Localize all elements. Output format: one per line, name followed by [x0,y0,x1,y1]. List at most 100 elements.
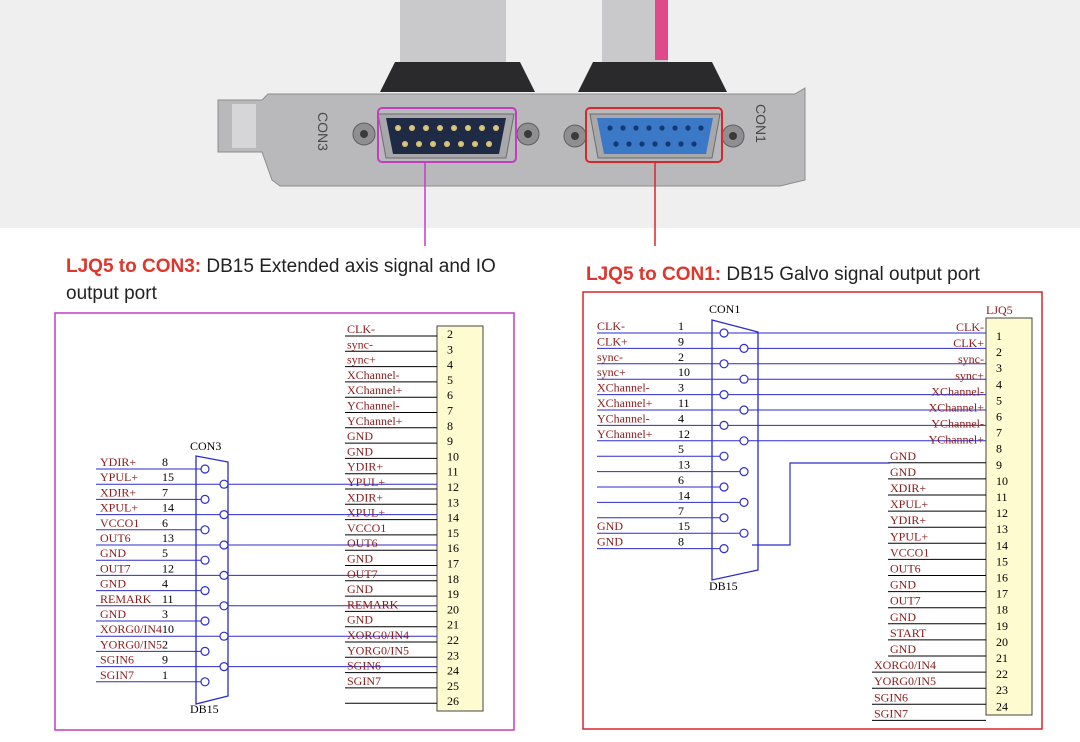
con3-header-net: XChannel- [347,368,400,382]
con3-pin-signal: XPUL+ [100,501,138,515]
con3-header-net: YPUL+ [347,475,385,489]
con1-header-pin: 21 [996,651,1008,665]
con1-pin-number: 7 [678,504,684,518]
con3-pin-number: 7 [162,485,168,499]
con3-pin-number: 11 [162,592,174,606]
con1-header-net: XChannel- [931,384,984,398]
con1-caption: LJQ5 to CON1: DB15 Galvo signal output p… [586,261,1066,288]
con1-connector-type: DB15 [709,579,738,593]
con3-header-pin: 17 [447,557,459,571]
con3-header-net: YChannel+ [347,414,403,428]
con3-header-net: OUT7 [347,567,378,581]
con3-header-pin: 7 [447,404,453,418]
con3-header-net: GND [347,582,373,596]
con3-header-pin: 20 [447,602,459,616]
con1-caption-prefix: LJQ5 to CON1: [586,264,722,285]
con1-header-pin: 15 [996,554,1008,568]
con1-caption-text: DB15 Galvo signal output port [726,264,980,285]
con1-pin-signal: YChannel+ [597,427,653,441]
con3-pin-signal: GND [100,607,126,621]
con1-header-pin: 4 [996,377,1002,391]
con3-pin-number: 10 [162,622,174,636]
con1-pin-number: 8 [678,535,684,549]
con1-header-pin: 10 [996,474,1008,488]
con3-pin-contact [200,464,210,474]
con1-header-net: YDIR+ [890,513,926,527]
con3-pin-signal: XORG0/IN4 [100,622,162,636]
con3-header-pin: 14 [447,511,459,525]
con1-header-net: sync+ [955,368,984,382]
con3-pin-contact [200,616,210,626]
con1-header-pin: 3 [996,361,1002,375]
con3-header-pin: 22 [447,633,459,647]
con1-pin-number: 13 [678,458,690,472]
con1-header-pin: 6 [996,410,1002,424]
con3-pin-signal: YDIR+ [100,455,136,469]
con3-header-net: OUT6 [347,536,378,550]
con3-header-net: sync- [347,337,373,351]
con3-pin-signal: OUT6 [100,531,131,545]
con3-pin-contact [200,677,210,687]
con3-pin-signal: GND [100,546,126,560]
con1-header-net: XChannel+ [929,401,985,415]
con3-header-pin: 3 [447,342,453,356]
con3-pin-contact [200,555,210,565]
con3-header-net: XPUL+ [347,506,385,520]
con1-header-net: START [890,626,927,640]
con1-sockets [607,125,704,147]
con1-rear-body [578,62,727,92]
con1-header-net: YPUL+ [890,529,928,543]
con3-pin-contact [200,525,210,535]
con1-header-pin: 17 [996,587,1008,601]
con3-pin-contact [200,585,210,596]
con3-header-net: GND [347,444,373,458]
con3-header-pin: 26 [447,694,459,708]
con3-pin-number: 4 [162,577,168,591]
con1-header-pin: 1 [996,329,1002,343]
con3-pin-number: 15 [162,470,174,484]
con3-pin-signal: REMARK [100,592,152,606]
con1-pin-number: 2 [678,350,684,364]
con1-header-net: GND [890,449,916,463]
con1-header-net: XDIR+ [890,481,926,495]
con3-pin-contact [219,631,229,641]
con1-header-pin: 23 [996,683,1008,697]
con1-header-net: GND [890,642,916,656]
con3-header-net: GND [347,429,373,443]
con1-header-net: XPUL+ [890,497,928,511]
con3-header-net: GND [347,552,373,566]
con3-header-pin: 8 [447,419,453,433]
con3-pin-contact [200,494,210,504]
con1-pin-signal: CLK+ [597,334,628,348]
con1-pin-contact [719,543,729,554]
con3-pin-contact [219,601,229,611]
con3-caption-prefix: LJQ5 to CON3: [66,256,202,277]
con1-insert [597,118,713,154]
con3-header-net: XChannel+ [347,383,403,397]
con1-header-net: SGIN6 [874,690,908,704]
con1-pin-number: 12 [678,427,690,441]
con3-pin-signal: OUT7 [100,561,131,575]
con1-header-pin: 12 [996,506,1008,520]
con1-header-pin: 2 [996,345,1002,359]
connector-bracket-photo: CON3 CON1 [0,0,1080,228]
con1-pin-signal: XChannel- [597,381,650,395]
con3-silkscreen: CON3 [315,112,331,151]
con3-header-net: sync+ [347,353,376,367]
con3-header-pin: 6 [447,388,453,402]
con3-header-pin: 2 [447,327,453,341]
con3-pin-signal: SGIN7 [100,668,134,682]
con3-header-pin: 9 [447,434,453,448]
con3-header-net: YChannel- [347,399,400,413]
ribbon-red-stripe [655,0,668,60]
con3-pin-contact [219,509,229,520]
con1-pin-number: 3 [678,381,684,395]
con1-pin-signal: CLK- [597,319,625,333]
con1-gnd-trace [752,462,890,546]
con3-header-net: XORG0/IN4 [347,628,409,642]
con1-header-pin: 7 [996,426,1002,440]
con1-header-pin: 22 [996,667,1008,681]
bracket-illustration: CON3 CON1 [217,0,806,187]
con1-header-pin: 16 [996,571,1008,585]
